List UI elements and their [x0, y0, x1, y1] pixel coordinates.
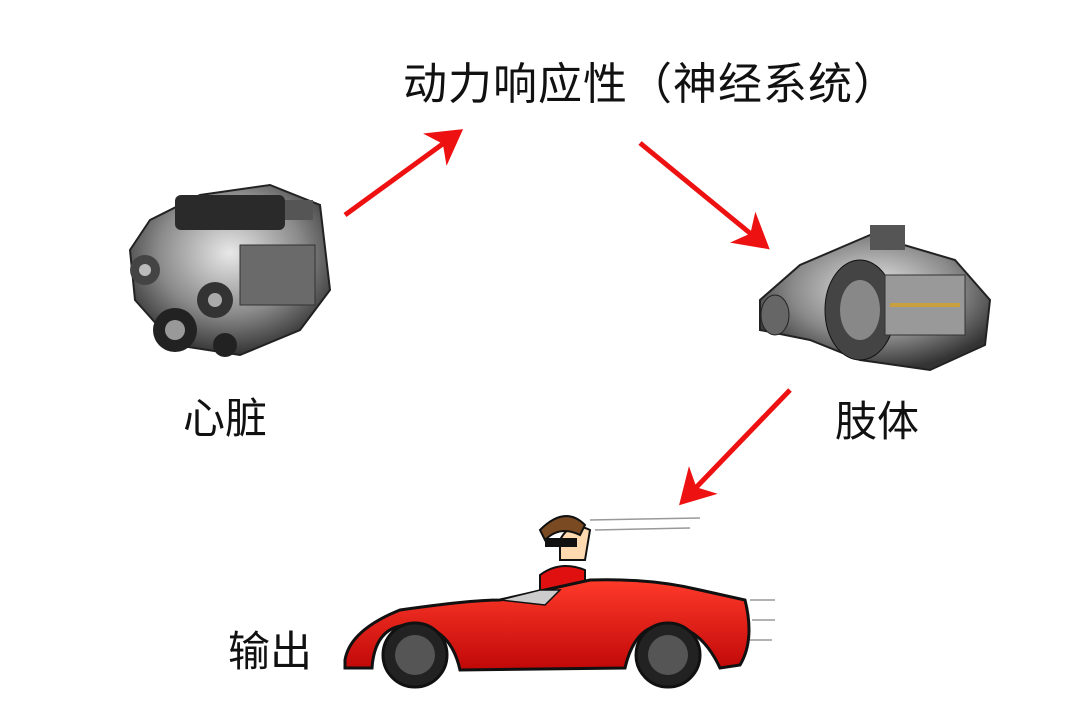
transmission-image	[759, 225, 992, 372]
sports-car-image	[343, 515, 775, 689]
arrow-response-to-transmission	[638, 141, 770, 250]
arrow-transmission-to-output	[679, 388, 792, 506]
label-limb: 肢体	[835, 397, 920, 446]
label-heart: 心脏	[183, 394, 268, 443]
arrow-engine-to-response	[343, 129, 464, 218]
label-output: 输出	[228, 627, 313, 676]
response-title: 动力响应性（神经系统）	[403, 59, 898, 110]
engine-image	[128, 183, 332, 357]
